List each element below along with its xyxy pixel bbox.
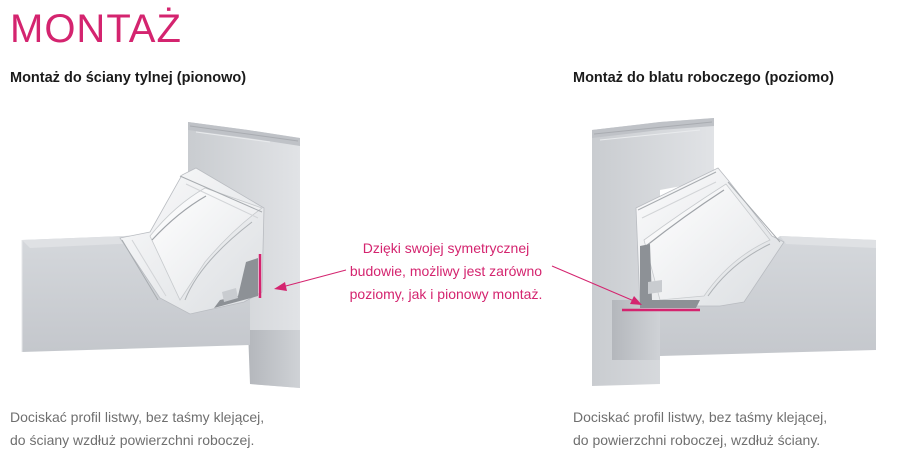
left-caption: Dociskać profil listwy, bez taśmy klejąc… xyxy=(10,406,264,452)
note-line: budowie, możliwy jest zarówno xyxy=(349,263,543,279)
caption-line: Dociskać profil listwy, bez taśmy klejąc… xyxy=(10,409,265,425)
note-line: poziomy, jak i pionowy montaż. xyxy=(349,286,543,302)
page-title: MONTAŻ xyxy=(10,7,182,51)
left-heading: Montaż do ściany tylnej (pionowo) xyxy=(10,70,247,86)
right-caption: Dociskać profil listwy, bez taśmy klejąc… xyxy=(573,406,827,452)
right-heading: Montaż do blatu roboczego (poziomo) xyxy=(573,70,834,86)
right-illustration xyxy=(592,118,876,386)
caption-line: do ściany wzdłuż powierzchni roboczej. xyxy=(10,432,255,448)
caption-line: do powierzchni roboczej, wzdłuż ściany. xyxy=(573,432,821,448)
right-arrow xyxy=(551,265,642,305)
left-illustration xyxy=(21,122,300,388)
symmetry-note: Dzięki swojej symetrycznej budowie, możl… xyxy=(338,237,554,306)
note-line: Dzięki swojej symetrycznej xyxy=(362,240,530,256)
left-arrow xyxy=(274,269,347,291)
caption-line: Dociskać profil listwy, bez taśmy klejąc… xyxy=(573,409,828,425)
